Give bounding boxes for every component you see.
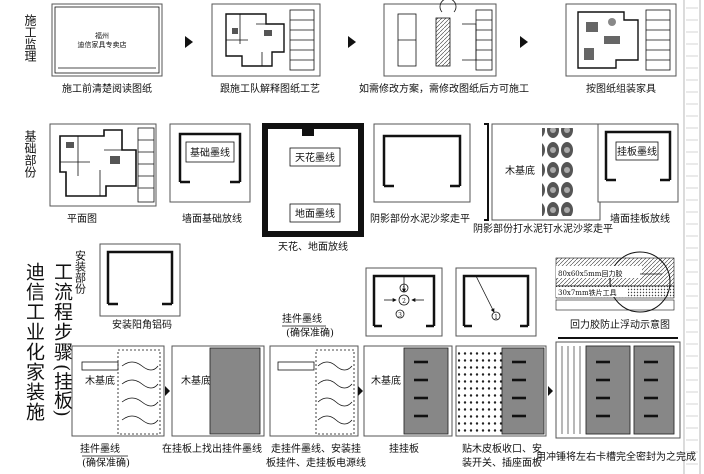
diagonal-hang-plan: 1 (455, 267, 537, 337)
caption-explain-drawings: 跟施工队解释图纸工艺 (220, 82, 320, 95)
label-panel-line: 挂板墨线 (617, 145, 657, 158)
caption-ceiling-floor: 天花、地面放线 (278, 240, 348, 253)
marker-3: 3 (398, 312, 402, 319)
row-label-process-paren: (挂板) (51, 364, 73, 417)
wall-step-hang-line: 木基底 (71, 345, 165, 437)
caption-read-drawings: 施工前清楚阅读图纸 (62, 82, 152, 95)
marker-1b: 1 (494, 314, 498, 321)
label-wood-base-d: 木基底 (371, 374, 401, 387)
sheet-title-line2: 迪信家具专卖店 (78, 40, 127, 49)
row-panels: 木基底 挂件墨线 (确保准确) 木基底 在挂板上找出挂件墨线 走挂件墨线、安装挂… (71, 341, 696, 469)
label-wood-base-a: 木基底 (85, 374, 115, 387)
label-hang-line-a: 挂件墨线 (80, 442, 120, 455)
row4-arrows (165, 386, 553, 396)
label-hang-line-top-sub: (确保准确) (286, 326, 334, 339)
label-wood-base-b: 木基底 (181, 374, 211, 387)
cement-nail-leveling-plan: 木基底 (484, 123, 601, 221)
floor-plan (49, 123, 157, 207)
caption-install-hangers-2: 板挂件、走挂板电源线 (266, 456, 366, 469)
seal-slots-complete (555, 341, 681, 439)
veneer-edge-switches (455, 345, 547, 437)
drawing-sheet-detail (383, 0, 497, 77)
cement-leveling-plan (373, 123, 471, 203)
caption-corner-aluminum: 安装阳角铝码 (112, 318, 172, 331)
sheet-title-line1: 福州 (95, 31, 109, 40)
wall-base-line-plan: 基础墨线 (169, 123, 251, 203)
marker-2: 2 (402, 298, 406, 305)
label-wood-base: 木基底 (505, 164, 535, 177)
caption-seal-complete: 用冲锤将左右卡槽完全密封为之完成 (536, 450, 696, 463)
caption-wall-base-line: 墙面基础放线 (182, 212, 242, 225)
row-label-install-part: 安装部份 (74, 249, 87, 295)
row-label-supervision: 施工监理 (23, 14, 37, 62)
drawing-sheet-cover: 福州 迪信家具专卖店 (51, 3, 163, 77)
spec-iron-sheet: 30x7mm铁片工具 (558, 288, 617, 297)
row-label-base: 基础部份 (23, 130, 37, 178)
drawing-sheet-floorplan (211, 3, 321, 77)
label-floor-line: 地面墨线 (295, 207, 335, 220)
caption-install-hangers-1: 走挂件墨线、安装挂 (271, 442, 361, 455)
row-supervision: 施工监理 福州 迪信家具专卖店 施工前清楚阅读图纸 跟施工队解释图纸工艺 (23, 0, 677, 95)
wall-panel-line-plan: 挂板墨线 (597, 123, 679, 203)
caption-find-hang-line: 在挂板上找出挂件墨线 (162, 442, 262, 455)
caption-veneer-1: 贴木皮板收口、安 (462, 442, 542, 455)
row-label-process-mid: 工流程步骤 (51, 262, 73, 362)
caption-glue-note: 回力胶防止浮动示意图 (570, 318, 670, 331)
caption-hang-panels: 挂挂板 (389, 442, 419, 455)
caption-modify-plan: 如需修改方案，需修改图纸后方可施工 (359, 82, 529, 95)
caption-assemble-furniture: 按图纸组装家具 (586, 82, 656, 95)
hang-panels: 木基底 (363, 345, 453, 437)
caption-floor-plan: 平面图 (67, 213, 97, 225)
arrow-right-icon (165, 386, 170, 396)
arrow-right-icon (358, 386, 363, 396)
hanging-sequence-plan: 1 2 3 (365, 267, 443, 337)
label-hang-line-sub-a: (确保准确) (82, 456, 130, 469)
label-base-line: 基础墨线 (190, 146, 230, 159)
row-label-process-left: 迪信工业化家装施 (23, 262, 45, 422)
marker-1: 1 (402, 286, 406, 293)
title-block-strip (683, 0, 701, 474)
arrow-right-icon (548, 386, 553, 396)
glue-detail: 80x60x5mm回力胶 30x7mm铁片工具 (555, 251, 675, 313)
corner-aluminum-plan (99, 243, 181, 317)
drawing-sheet-furniture-plan (565, 3, 677, 77)
caption-cement-leveling: 阴影部份水泥沙浆走平 (370, 212, 470, 225)
caption-panel-line: 墙面挂板放线 (610, 212, 670, 225)
caption-cement-nail-leveling: 阴影部份打水泥钉水泥沙浆走平 (473, 222, 613, 235)
label-hang-line-top: 挂件墨线 (282, 312, 322, 325)
ceiling-floor-line-plan: 天花墨线 地面墨线 (262, 123, 364, 237)
arrow-right-icon (520, 36, 528, 48)
row-base: 基础部份 平面图 基础墨线 墙面基础放线 天花墨线 (23, 123, 679, 253)
panel-find-hang-line: 木基底 (171, 345, 265, 437)
install-hangers (269, 345, 359, 437)
label-ceiling-line: 天花墨线 (295, 151, 335, 164)
arrow-right-icon (348, 36, 356, 48)
arrow-right-icon (185, 36, 193, 48)
spec-glue: 80x60x5mm回力胶 (558, 269, 622, 278)
caption-veneer-2: 装开关、插座面板 (462, 456, 542, 469)
row-install: 迪信工业化家装施 工流程步骤 (挂板) 安装部份 安装阳角铝码 挂件墨线 (确保… (23, 243, 678, 422)
